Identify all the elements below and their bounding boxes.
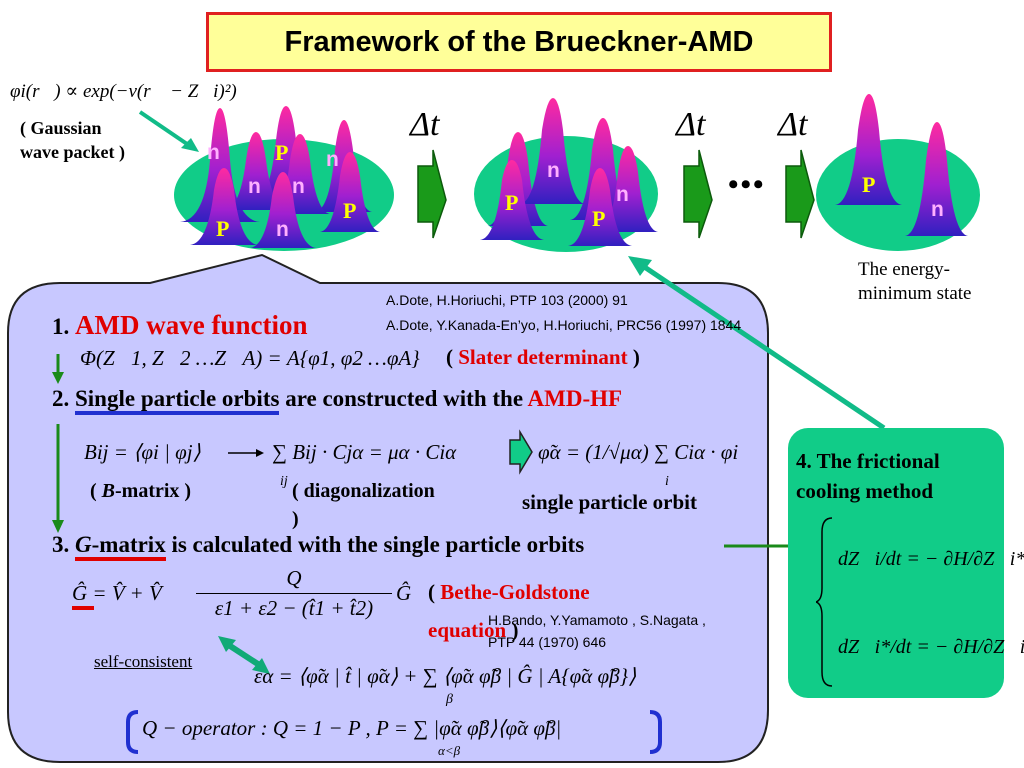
slater-note-text: Slater determinant [458, 345, 628, 369]
energy-minimum-label: The energy- minimum state [858, 258, 971, 306]
slater-note: ( Slater determinant ) [446, 345, 640, 370]
time-step-label: Δt [410, 106, 440, 143]
bmatrix-note-b: B [101, 480, 116, 502]
nucleon-n: n [276, 218, 289, 241]
self-consistent-label: self-consistent [94, 652, 193, 671]
slater-note-close: ) [632, 345, 640, 369]
nucleon-p: P [275, 140, 289, 165]
step4-heading: 4. The frictional cooling method [796, 446, 940, 506]
sp-sum-index: i [665, 474, 669, 489]
nucleon-n: n [326, 148, 339, 171]
gaussian-label-line1: ( Gaussian [20, 118, 102, 138]
nucleon-n: n [547, 159, 560, 182]
reference-3-line1: H.Bando, Y.Yamamoto , S.Nagata , [488, 612, 706, 628]
cooling-pointer [628, 256, 886, 431]
diag-sum-index: ij [280, 474, 288, 489]
step3-title-b: is calculated with the single particle o… [171, 532, 585, 557]
nucleon-p: P [592, 206, 606, 231]
cooling-equation-2: dZ⃗i*/dt = − ∂H/∂Z⃗i [838, 636, 1024, 658]
bmatrix-note: ( B-matrix ) [90, 480, 191, 503]
g-underline [72, 606, 94, 610]
time-step-label: Δt [676, 106, 706, 143]
nucleon-p: P [216, 216, 230, 241]
diag-note-close: ) [292, 508, 299, 530]
step4-title-line1: 4. The frictional [796, 449, 940, 473]
bethe-goldstone-note: ( Bethe-Goldstone [428, 580, 590, 605]
bg-note-close: ) [511, 618, 519, 642]
step3-number: 3. [52, 532, 70, 557]
step2-heading: 2. Single particle orbits are constructe… [52, 386, 623, 415]
g-formula-lhs: Ĝ = V̂ + V̂ [72, 581, 162, 605]
g-formula-denominator: ε1 + ε2 − (t̂1 + t̂2) [214, 596, 374, 620]
gaussian-label: ( Gaussian wave packet ) [20, 116, 125, 164]
frictional-cooling-panel [788, 428, 1004, 698]
nucleon-n: n [616, 183, 629, 206]
step3-title-a: -matrix [91, 532, 166, 557]
cooling-equation-1: dZ⃗i/dt = − ∂H/∂Z⃗i* [838, 548, 1024, 570]
single-particle-formula: φ̃α = (1/√μα) ∑ Ciα · φi [538, 440, 739, 464]
peaks-middle [480, 98, 658, 246]
reference-2: A.Dote, Y.Kanada-En’yo, H.Horiuchi, PRC5… [386, 317, 742, 333]
energy-formula: εα = ⟨φ̃α | t̂ | φ̃α⟩ + ∑ ⟨φ̃α φ̃β | Ĝ |… [254, 664, 637, 688]
reference-3-line2: PTP 44 (1970) 646 [488, 634, 607, 650]
energy-sum-index: β [446, 692, 453, 707]
energy-minimum-line1: The energy- [858, 259, 950, 280]
step2-number: 2. [52, 386, 70, 411]
reference-1: A.Dote, H.Horiuchi, PTP 103 (2000) 91 [386, 292, 628, 308]
step2-title-b: are constructed with the [285, 386, 524, 411]
step1-number: 1. [52, 314, 70, 339]
nucleon-p: P [862, 172, 876, 197]
nucleon-n: n [931, 198, 944, 221]
bg-note-line2: equation [428, 618, 507, 642]
step3-title-g: G [75, 532, 92, 557]
gaussian-pointer [138, 110, 199, 152]
g-formula-fraction: Q ε1 + ε2 − (t̂1 + t̂2) [196, 566, 392, 621]
gaussian-label-line2: wave packet ) [20, 142, 125, 162]
nucleon-n: n [248, 175, 261, 198]
nucleon-p: P [343, 198, 357, 223]
q-brackets [126, 710, 662, 754]
step2-title-c: AMD-HF [527, 386, 623, 411]
ellipsis: ••• [728, 168, 766, 201]
peaks-initial [180, 106, 380, 248]
q-operator-formula: Q − operator : Q = 1 − P , P = ∑ |φ̃α φ̃… [142, 716, 562, 740]
bethe-goldstone-note-2: equation ) [428, 618, 518, 643]
nucleon-p: P [505, 190, 519, 215]
step1-heading: 1. AMD wave function [52, 310, 307, 341]
nucleon-n: n [292, 175, 305, 198]
bmatrix-formula: Bij = ⟨φi | φj⟩ [84, 440, 201, 464]
q-sum-index: α<β [438, 743, 461, 758]
step1-title: AMD wave function [75, 310, 308, 340]
bg-note-line1: Bethe-Goldstone [440, 580, 590, 604]
nucleon-n: n [207, 141, 220, 164]
step2-title-a: Single particle orbits [75, 386, 280, 415]
amd-wave-formula: Φ(Z⃗1, Z⃗2 …Z⃗A) = A{φ1, φ2 …φA} [80, 346, 420, 370]
bg-note-open: ( [428, 580, 435, 604]
bmatrix-note-open: ( [90, 480, 97, 502]
g-formula-numerator: Q [286, 566, 302, 590]
step4-title-line2: cooling method [796, 479, 934, 503]
single-particle-label: single particle orbit [522, 490, 697, 514]
cooling-equations-brace [816, 517, 833, 687]
main-panel [7, 253, 769, 763]
step3-heading: 3. G-matrix is calculated with the singl… [52, 532, 585, 561]
peaks-final [835, 94, 968, 236]
diagonalization-formula: ∑ Bij · Cjα = μα · Ciα [272, 440, 457, 464]
diag-note: ( diagonalization [292, 480, 435, 502]
gaussian-formula: φi(r⃗) ∝ exp(−ν(r⃗ − Z⃗i)²) [10, 81, 237, 102]
time-step-label: Δt [778, 106, 808, 143]
g-formula-rhs: Ĝ [396, 581, 412, 605]
step-arrows [417, 149, 815, 239]
page-title: Framework of the Brueckner-AMD [206, 12, 832, 72]
bmatrix-note-text: -matrix ) [115, 480, 192, 502]
energy-minimum-line2: minimum state [858, 283, 972, 304]
slater-note-open: ( [446, 345, 453, 369]
